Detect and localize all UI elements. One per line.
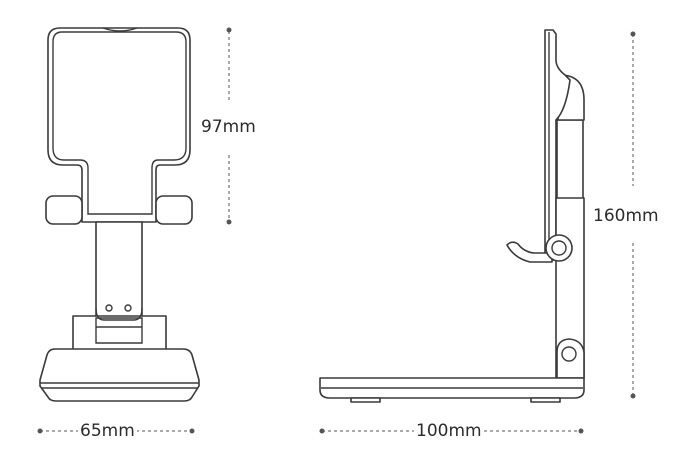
column [95,221,143,319]
right-knob [155,195,193,225]
phone-holder [47,27,191,223]
foot [350,397,381,403]
foot [530,397,561,403]
front-view-drawing [37,27,232,434]
hinge-block [72,315,167,354]
left-knob [45,195,83,225]
base [39,348,200,402]
hook [506,241,553,263]
top-notch [102,27,138,32]
rear-bar [556,119,584,201]
front-width-label: 65mm [78,421,137,441]
side-depth-label: 100mm [414,421,484,441]
holder-plate [544,29,571,261]
upper-pivot [545,234,573,262]
lower-pivot [556,338,585,379]
side-height-label: 160mm [591,206,661,226]
front-height-label: 97mm [199,117,258,137]
side-view-drawing [319,29,636,434]
